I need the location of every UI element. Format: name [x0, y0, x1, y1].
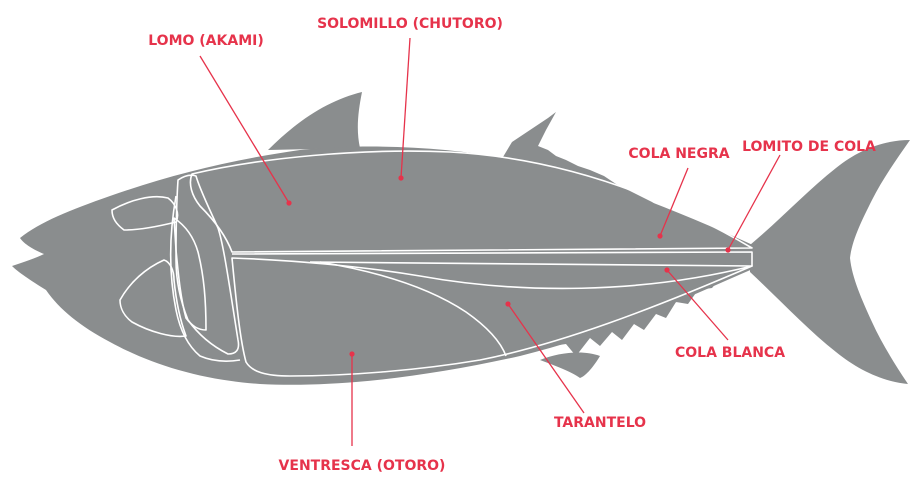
marker-solomillo — [398, 175, 403, 180]
marker-cola-negra — [657, 233, 662, 238]
marker-cola-blanca — [664, 267, 669, 272]
label-tarantelo: TARANTELO — [554, 415, 646, 431]
dorsal-fin — [268, 92, 362, 150]
label-lomito-de-cola: LOMITO DE COLA — [742, 139, 876, 155]
tuna-silhouette — [12, 92, 910, 385]
label-ventresca: VENTRESCA (OTORO) — [279, 458, 446, 474]
label-cola-negra: COLA NEGRA — [628, 146, 729, 162]
marker-lomito-de-cola — [725, 247, 730, 252]
label-cola-blanca: COLA BLANCA — [675, 345, 785, 361]
marker-tarantelo — [505, 301, 510, 306]
label-solomillo: SOLOMILLO (CHUTORO) — [317, 16, 503, 32]
marker-ventresca — [349, 351, 354, 356]
marker-lomo — [286, 200, 291, 205]
label-lomo: LOMO (AKAMI) — [148, 33, 264, 49]
anal-fin — [540, 353, 600, 378]
